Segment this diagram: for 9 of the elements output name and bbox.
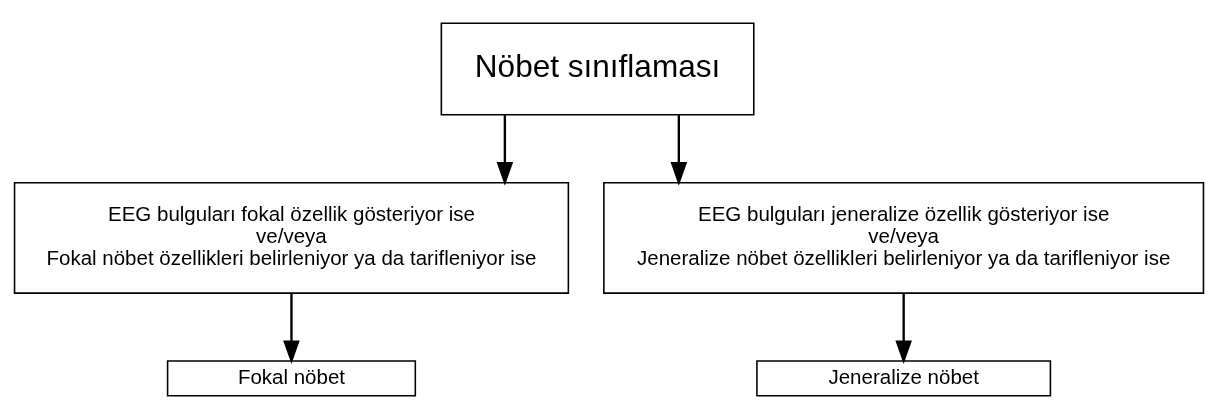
- arrow: [670, 114, 688, 186]
- node-box: EEG bulguları fokal özellik gösteriyor ise ve/veya Fokal nöbet özellikleri belirleniyor ya da tarifleniyor ise: [13, 181, 570, 294]
- arrow: [496, 114, 514, 186]
- node-box: Jeneralize nöbet: [756, 359, 1052, 396]
- node-box: Fokal nöbet: [166, 359, 417, 396]
- node-box: EEG bulguları jeneralize özellik gösteriyor ise ve/veya Jeneralize nöbet özellikleri belirleniyor ya da tarifleniyor ise: [603, 181, 1205, 294]
- arrow: [895, 292, 912, 364]
- node-box: Nöbet sınıflaması: [440, 22, 755, 116]
- arrow: [283, 292, 300, 364]
